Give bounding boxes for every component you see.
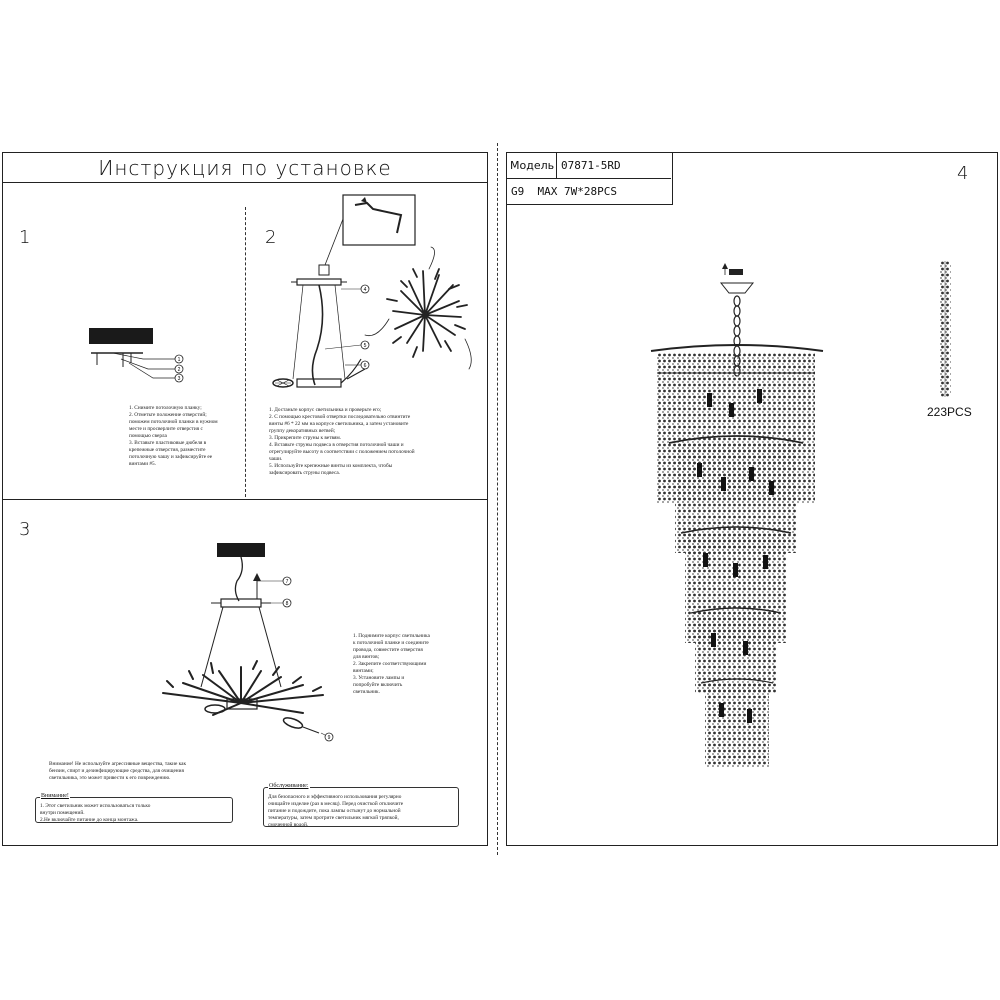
caution-heading: Внимание! xyxy=(40,793,70,799)
step-1-ceiling-plate-drawing: 1 2 3 xyxy=(89,328,184,383)
callout-label: 3 xyxy=(178,376,181,382)
model-table: Модель 07871-5RD G9 MAX 7W*28PCS xyxy=(507,153,673,205)
detail-inset xyxy=(342,194,416,246)
svg-text:6: 6 xyxy=(364,363,367,369)
warning-text: Внимание! Не используйте агрессивные вещ… xyxy=(49,761,187,781)
lamp-bulbs xyxy=(697,389,774,723)
callout-circle xyxy=(360,284,370,294)
installation-panel: Инструкция по установке 1 1 2 3 1. Сними… xyxy=(2,152,488,846)
callout-circle xyxy=(174,373,184,383)
callout-circle xyxy=(360,340,370,350)
branch-cluster xyxy=(364,246,472,370)
step-2-assembly-drawing: 4 5 6 xyxy=(272,194,472,388)
svg-text:5: 5 xyxy=(364,343,367,349)
callout-circle xyxy=(360,360,370,370)
crystal-count: 223PCS xyxy=(927,405,972,419)
step-3-instructions: 1. Поднимите корпус светильника к потоло… xyxy=(353,633,430,695)
specification-panel: Модель 07871-5RD G9 MAX 7W*28PCS 4 xyxy=(506,152,998,846)
service-heading: Обслуживание: xyxy=(268,783,310,789)
model-label: Модель xyxy=(507,153,557,179)
ceiling-canopy xyxy=(220,598,262,608)
service-box: Обслуживание: Для безопасного и эффектив… xyxy=(263,783,459,828)
callout-circle xyxy=(174,364,184,374)
step-3-number: 3 xyxy=(19,519,31,540)
step-divider-horizontal xyxy=(3,499,487,500)
step-4-number: 4 xyxy=(957,163,969,184)
step-1-instructions: 1. Снимите потолочную планку; 2. Отметьт… xyxy=(129,405,218,467)
callout-circle xyxy=(324,732,334,742)
svg-text:9: 9 xyxy=(328,735,331,741)
chandelier-tier-5 xyxy=(705,683,769,767)
callout-circle xyxy=(282,598,292,608)
crystal-strand-drawing xyxy=(939,261,951,397)
callout-label: 2 xyxy=(178,367,181,373)
lamp-spec: G9 MAX 7W*28PCS xyxy=(511,185,617,198)
step-3-mounting-drawing: 7 8 9 xyxy=(162,543,334,742)
fold-line xyxy=(497,143,498,855)
model-value: 07871-5RD xyxy=(561,159,621,172)
caution-box: Внимание! 1. Этот светильник может испол… xyxy=(35,793,233,823)
step-divider-vertical xyxy=(245,207,246,497)
step-1-number: 1 xyxy=(19,227,31,248)
ceiling-block xyxy=(217,543,265,557)
ceiling-block xyxy=(89,328,153,344)
chandelier-tier-4 xyxy=(695,613,777,693)
ceiling-canopy xyxy=(296,278,342,286)
page-title: Инструкция по установке xyxy=(3,153,487,183)
callout-label: 1 xyxy=(178,357,181,363)
svg-text:8: 8 xyxy=(286,601,289,607)
callout-circle xyxy=(174,354,184,364)
svg-text:4: 4 xyxy=(364,287,367,293)
step-2-instructions: 1. Достаньте корпус светильника и провер… xyxy=(269,407,415,476)
step-2-number: 2 xyxy=(265,227,277,248)
branch-cluster xyxy=(162,660,324,716)
chandelier-drawing xyxy=(650,263,824,767)
svg-text:7: 7 xyxy=(286,579,289,585)
callout-circle xyxy=(282,576,292,586)
